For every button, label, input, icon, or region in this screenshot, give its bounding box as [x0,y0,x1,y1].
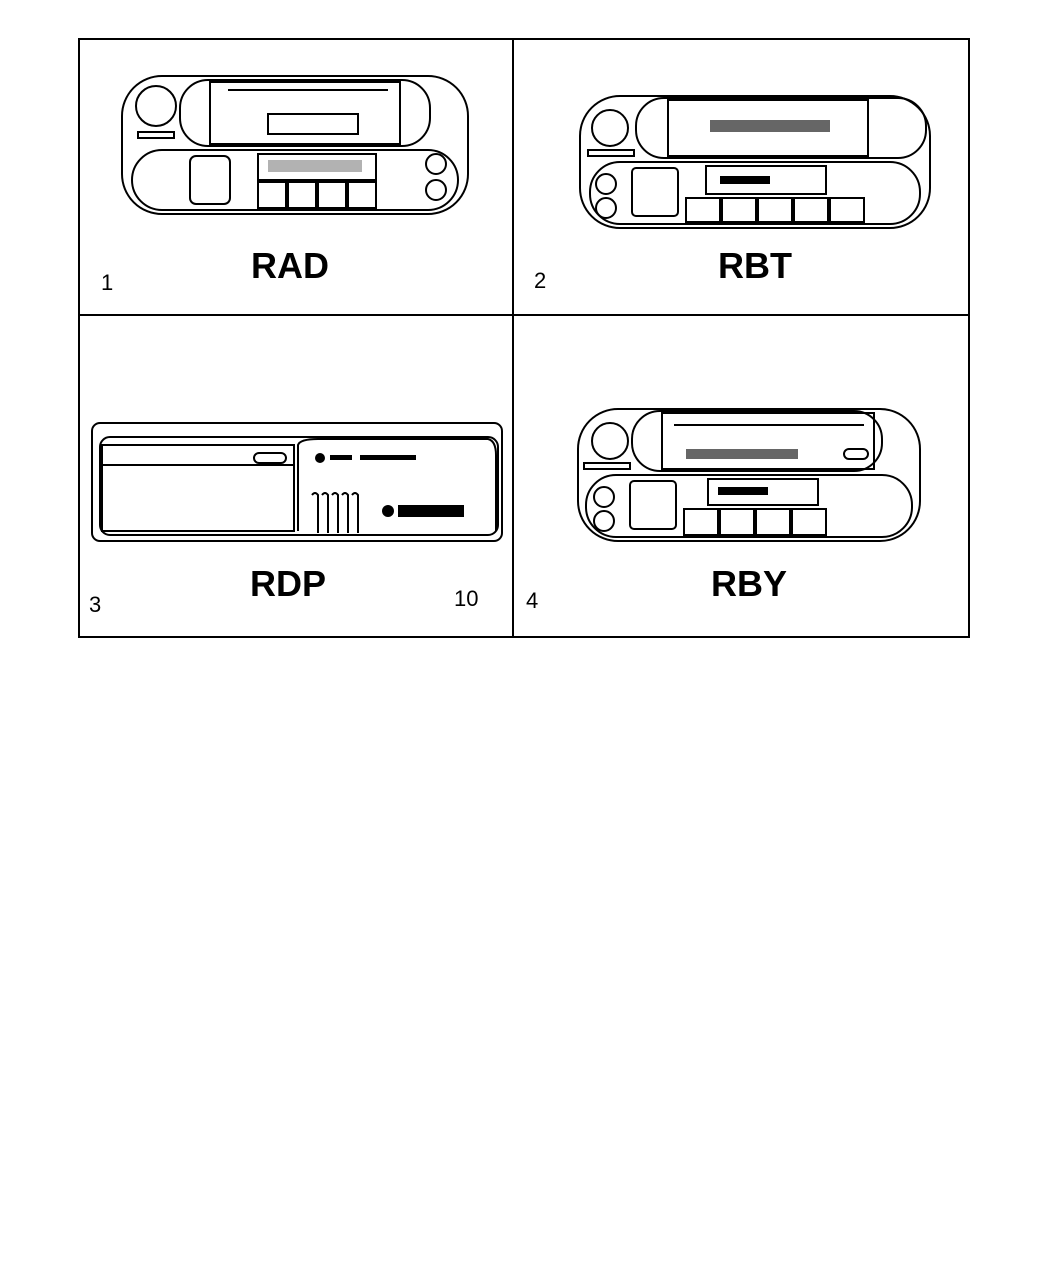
divider-horizontal [78,314,968,316]
item-number-4: 4 [526,588,539,613]
model-code-rbt: RBT [718,245,792,286]
radio-rbt-illustration [579,95,931,229]
radio-rby-illustration [577,408,921,542]
model-code-rdp: RDP [249,563,327,604]
quantity-10: 10 [454,586,479,611]
model-code-rby: RBY [710,563,788,604]
divider-vertical [512,38,514,636]
model-code-rad: RAD [251,245,329,286]
item-number-2: 2 [534,268,547,293]
cd-changer-rdp-illustration [91,422,503,542]
item-number-1: 1 [101,270,114,295]
diagram-frame [78,38,970,638]
radio-rad-illustration [121,75,469,215]
item-number-3: 3 [89,592,102,617]
